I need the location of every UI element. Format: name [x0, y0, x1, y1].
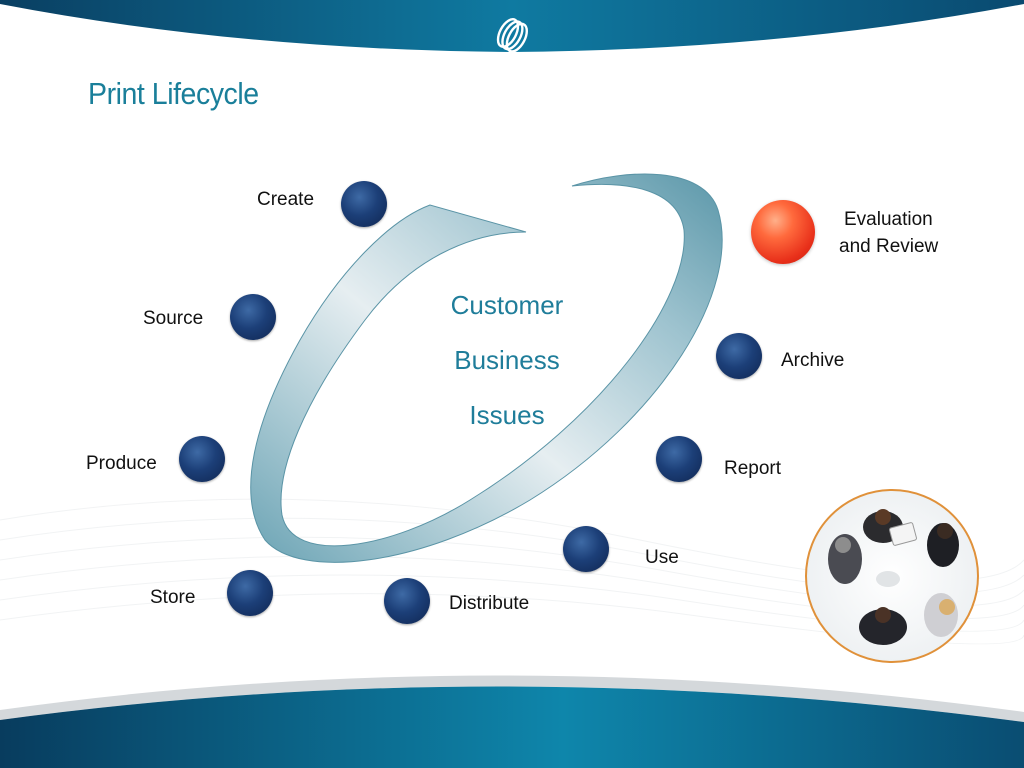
create-label: Create [257, 189, 315, 210]
bottom-band-shadow [0, 675, 1024, 722]
archive-label: Archive [781, 350, 845, 371]
team-photo [803, 487, 981, 665]
report-node [656, 436, 702, 482]
evaluation-label-line1: Evaluation [844, 209, 933, 230]
evaluation-label-line2: and Review [839, 236, 939, 257]
source-label: Source [143, 308, 204, 329]
store-node [227, 570, 273, 616]
produce-label: Produce [86, 453, 157, 474]
center-text-business: Business [454, 345, 560, 375]
produce-node [179, 436, 225, 482]
distribute-label: Distribute [449, 593, 530, 614]
logo [496, 18, 529, 53]
page-title: Print Lifecycle [88, 76, 259, 111]
lifecycle-ribbon-arrow [250, 173, 723, 563]
report-label: Report [724, 458, 782, 479]
center-text-customer: Customer [450, 290, 564, 320]
store-label: Store [150, 587, 196, 608]
use-label: Use [645, 547, 679, 568]
top-band [0, 0, 1024, 52]
distribute-node [384, 578, 430, 624]
use-node [563, 526, 609, 572]
archive-node [716, 333, 762, 379]
center-text-issues: Issues [469, 400, 545, 430]
source-node [230, 294, 276, 340]
create-node [341, 181, 387, 227]
evaluation-node [751, 200, 815, 264]
bottom-band [0, 686, 1024, 768]
